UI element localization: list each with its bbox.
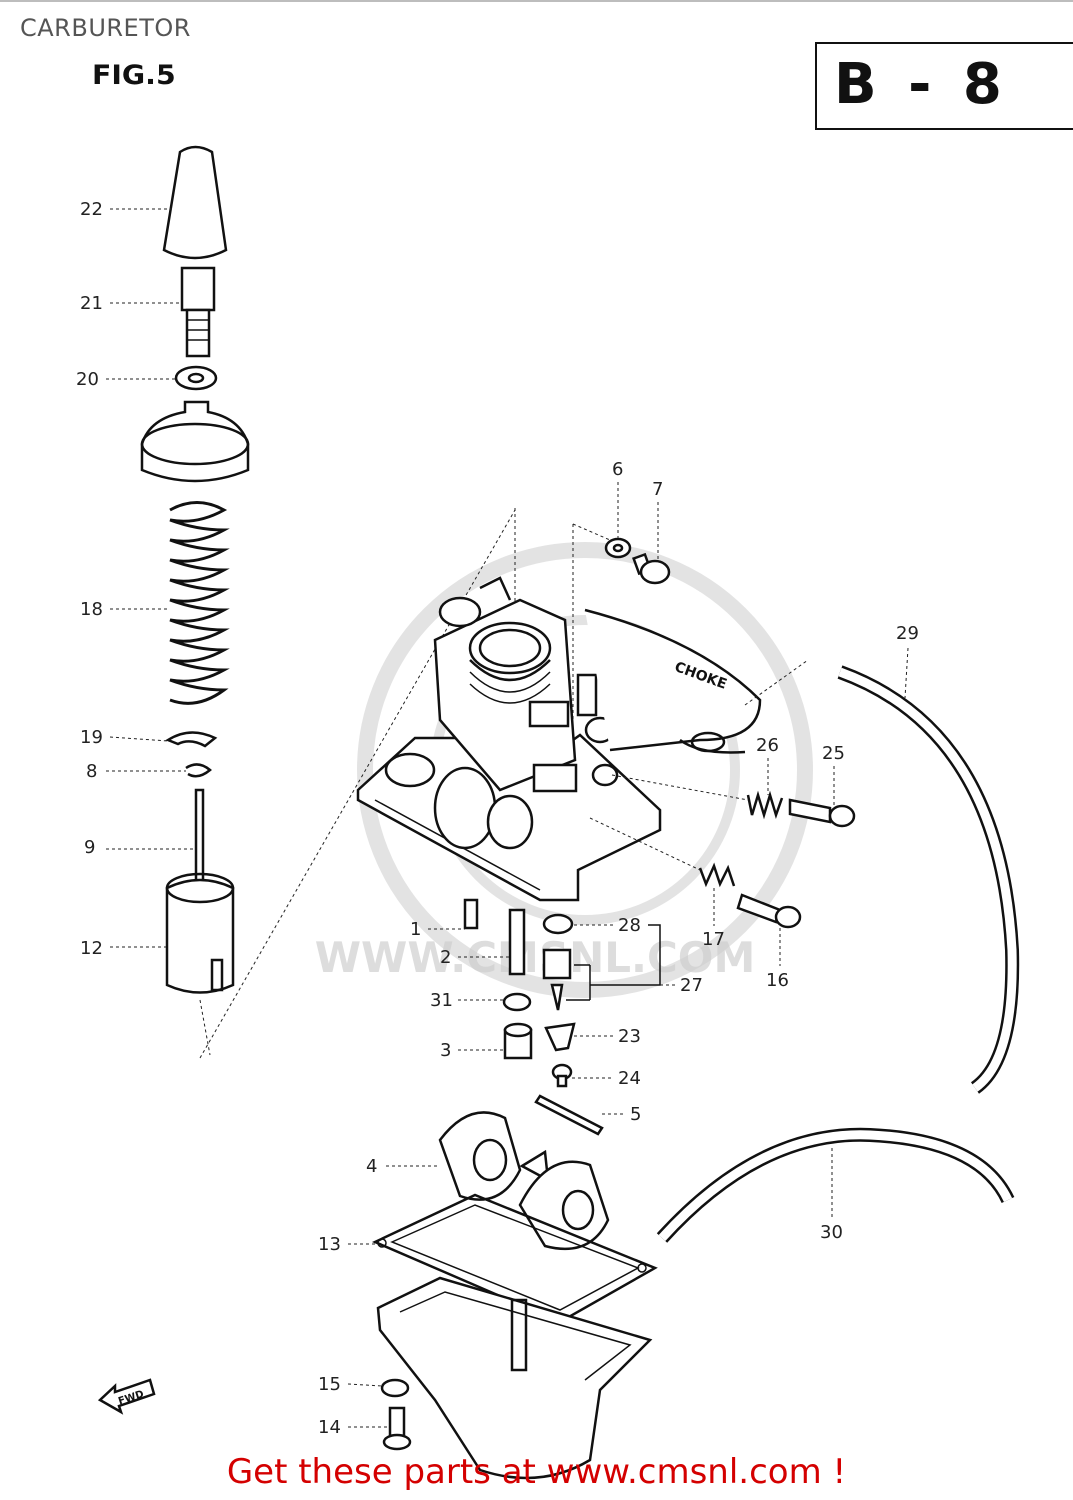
section-code-box [815,42,1073,130]
callout-5: 5 [602,1104,641,1125]
callout-31: 31 [430,990,503,1011]
svg-text:18: 18 [80,599,103,620]
svg-text:25: 25 [822,743,845,764]
svg-text:13: 13 [318,1234,341,1255]
callout-21: 21 [80,293,180,314]
part-28-washer [542,913,574,935]
part-8-clip [185,763,212,778]
callout-2: 2 [440,947,510,968]
page-title: CARBURETOR [20,14,191,42]
callout-3: 3 [440,1040,505,1061]
forward-direction-arrow: FWD [97,1378,156,1415]
svg-text:7: 7 [652,479,663,500]
callout-24: 24 [572,1068,641,1089]
callout-7: 7 [652,479,663,560]
part-26-spring [746,790,784,820]
part-31-washer [502,992,532,1012]
part-23-float-arm [544,1022,576,1052]
mixing-chamber-top [140,400,250,483]
svg-text:21: 21 [80,293,103,314]
callout-18: 18 [80,599,168,620]
callout-28: 28 [574,915,641,936]
svg-text:24: 24 [618,1068,641,1089]
part-5-pin [534,1094,604,1136]
svg-text:27: 27 [680,975,703,996]
callout-17: 17 [702,888,725,950]
svg-text:5: 5 [630,1104,641,1125]
svg-text:20: 20 [76,369,99,390]
carburetor-body: CHOKE [356,576,762,902]
svg-text:30: 30 [820,1222,843,1243]
callout-1: 1 [410,919,465,940]
part-22-cap [162,145,228,260]
svg-text:15: 15 [318,1374,341,1395]
callout-13: 13 [318,1234,378,1255]
part-1-pilot-jet [463,898,479,930]
callout-23: 23 [574,1026,641,1047]
part-27-float-valve [542,948,572,1011]
part-19-retainer [165,731,218,748]
part-18-spring [169,501,230,705]
part-7-screw [632,552,671,585]
svg-text:1: 1 [410,919,421,940]
part-20-nut [174,365,218,391]
part-25-screw [788,798,856,828]
callout-22: 22 [80,199,172,220]
callout-15: 15 [318,1374,383,1395]
svg-text:3: 3 [440,1040,451,1061]
section-code: B - 8 [834,52,1008,117]
part-21-adjuster [180,266,216,358]
callout-9: 9 [84,837,196,858]
float-bowl [376,1276,653,1480]
svg-text:14: 14 [318,1417,341,1438]
svg-text:23: 23 [618,1026,641,1047]
part-24-screw [551,1063,573,1088]
callout-14: 14 [318,1417,390,1438]
svg-text:12: 12 [80,938,103,959]
svg-text:22: 22 [80,199,103,220]
callout-19: 19 [80,727,169,748]
callout-4: 4 [366,1156,440,1177]
callout-6: 6 [612,459,623,538]
svg-text:9: 9 [84,837,95,858]
figure-label: FIG.5 [92,60,176,91]
parts-shop-link[interactable]: Get these parts at www.cmsnl.com ! [226,1452,847,1492]
watermark-text: WWW.CMSNL.COM [315,933,756,982]
svg-text:29: 29 [896,623,919,644]
part-3-main-jet [503,1022,533,1060]
svg-text:16: 16 [766,970,789,991]
svg-text:31: 31 [430,990,453,1011]
part-30-hose [656,1127,1015,1243]
part-4-float [438,1111,610,1251]
callout-26: 26 [756,735,779,795]
top-border-rule [0,0,1073,2]
svg-text:2: 2 [440,947,451,968]
part-6-washer [604,537,632,559]
callout-20: 20 [76,369,175,390]
svg-text:8: 8 [86,761,97,782]
callout-30: 30 [820,1148,843,1243]
callout-29: 29 [896,623,919,699]
svg-text:28: 28 [618,915,641,936]
part-29-hose [837,665,1020,1094]
callout-25: 25 [822,743,845,808]
part-15-washer [380,1378,410,1398]
callout-8: 8 [86,761,186,782]
svg-text:19: 19 [80,727,103,748]
part-17-spring [698,862,736,888]
part-16-screw [736,893,802,929]
svg-text:4: 4 [366,1156,377,1177]
svg-text:17: 17 [702,929,725,950]
callout-16: 16 [766,928,789,991]
part-2-needle-jet [508,908,526,976]
svg-text:26: 26 [756,735,779,756]
svg-text:6: 6 [612,459,623,480]
part-12-throttle-valve [165,872,235,994]
part-14-drain-screw [382,1406,412,1451]
callout-27: 27 [566,924,703,1001]
callout-12: 12 [80,938,166,959]
